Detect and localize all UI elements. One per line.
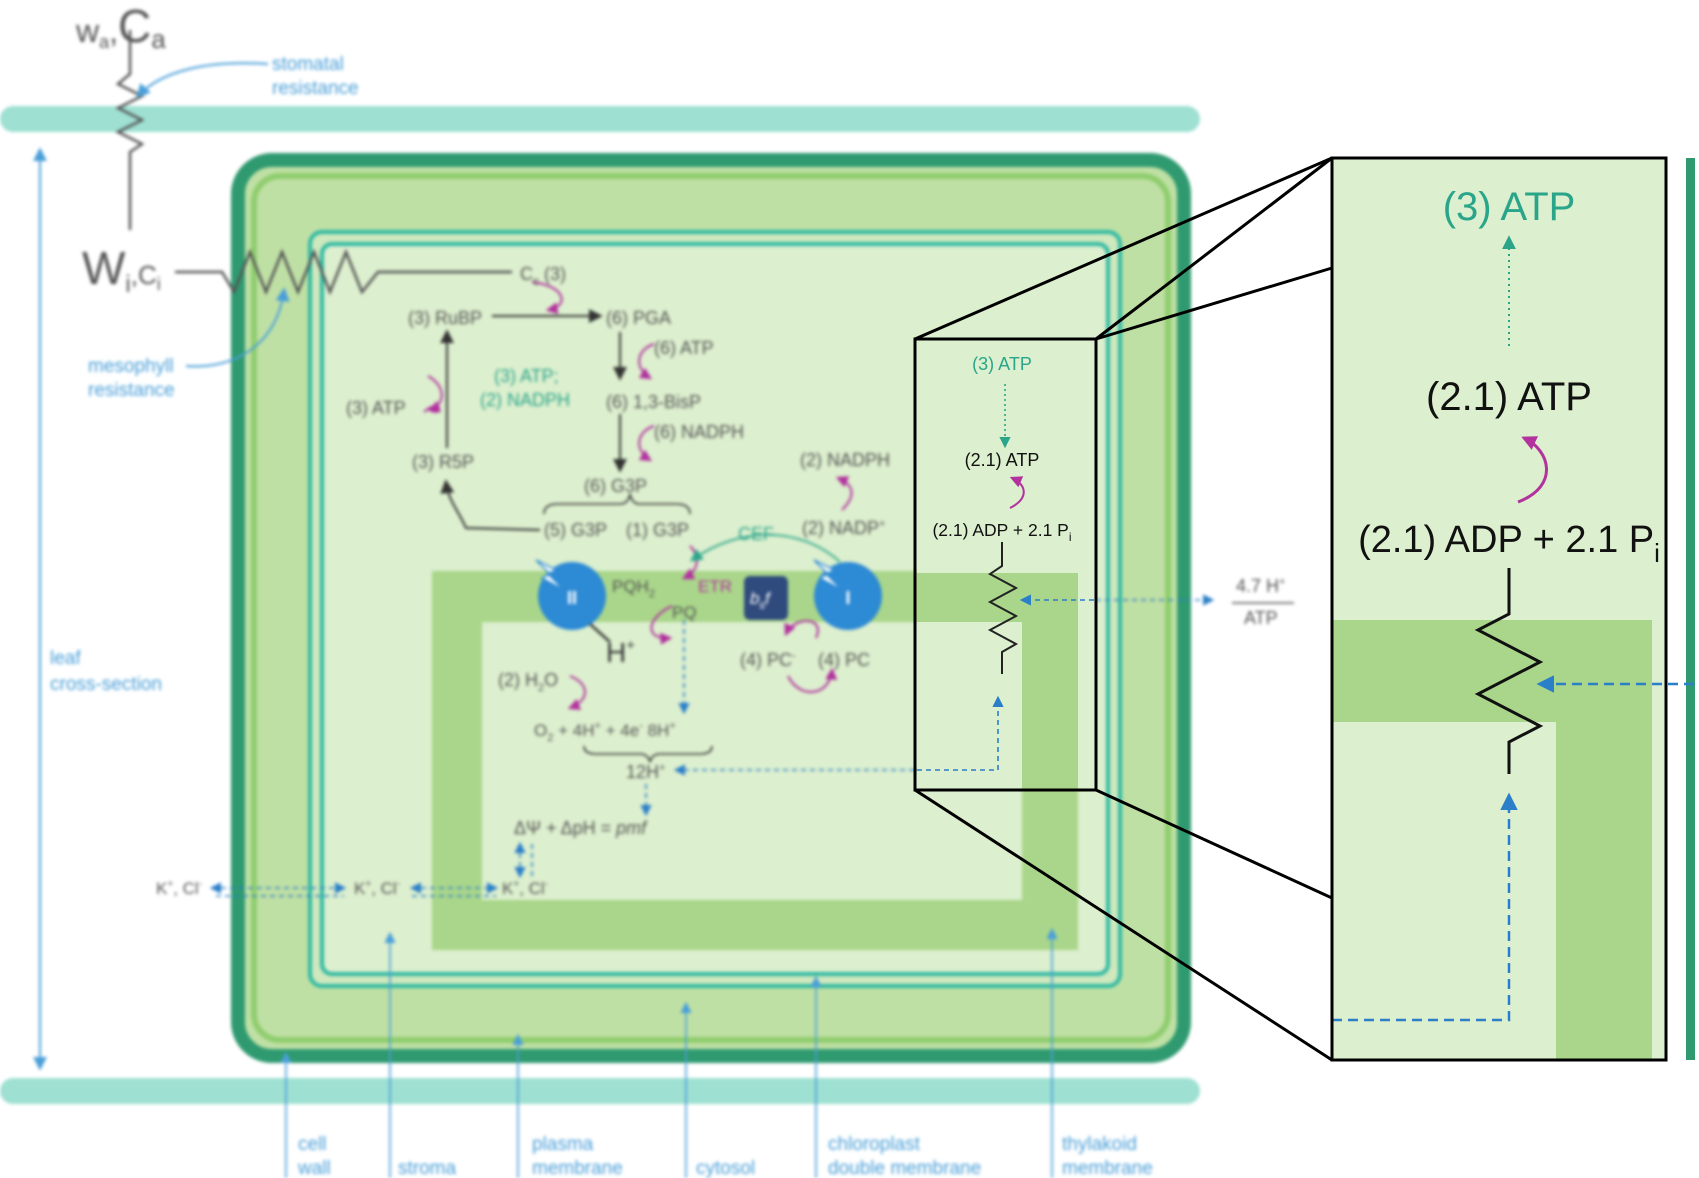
nadph2-label: (2) NADPH xyxy=(800,450,890,470)
cytosol-label: cytosol xyxy=(696,1158,755,1178)
ca-symbol: C xyxy=(118,0,151,52)
mesophyll-label-2: resistance xyxy=(88,380,175,401)
ps1-label: I xyxy=(845,588,850,608)
svg-text:plasma: plasma xyxy=(532,1134,594,1155)
atp-synthase-resistor-large xyxy=(1474,568,1544,774)
atp3-label: (3) ATP xyxy=(346,398,406,418)
h2o-label: (2) H xyxy=(498,670,538,690)
g3p1-label: (1) G3P xyxy=(626,520,689,540)
svg-text:(2) NADP+: (2) NADP+ xyxy=(802,518,885,538)
pga-label: (6) PGA xyxy=(606,308,671,328)
svg-text:wa,Ca: wa,Ca xyxy=(75,0,166,54)
proton-label: H xyxy=(606,637,626,668)
lower-epidermis-band xyxy=(0,1078,1200,1104)
ratio-denominator: ATP xyxy=(1244,608,1278,628)
svg-text:H+: H+ xyxy=(606,637,635,668)
cytochrome-b6f xyxy=(744,576,788,620)
stomatal-resistor xyxy=(115,30,145,230)
oxygen-equation: O2 + 4H+ + 4e- 8H+ xyxy=(534,720,676,744)
inset-small-adp: (2.1) ADP + 2.1 P xyxy=(932,520,1068,540)
photosystem-ii xyxy=(538,562,606,630)
atp-synthase-inset-small: (3) ATP (2.1) ATP (2.1) ADP + 2.1 Pi xyxy=(913,337,1098,792)
inset-small-atp3: (3) ATP xyxy=(972,354,1032,374)
svg-text:b6f: b6f xyxy=(750,589,772,612)
pqh2-label: PQH xyxy=(612,577,649,596)
svg-text:chloroplast: chloroplast xyxy=(828,1134,921,1155)
leaf-label-1: leaf xyxy=(50,648,81,669)
atp6-label: (6) ATP xyxy=(654,338,714,358)
g3p5-label: (5) G3P xyxy=(544,520,607,540)
svg-text:ΔΨ + ΔpH = pmf: ΔΨ + ΔpH = pmf xyxy=(514,818,648,838)
svg-text:cell: cell xyxy=(298,1134,327,1155)
pq-label: PQ xyxy=(672,603,697,622)
svg-text:4.7 H+: 4.7 H+ xyxy=(1236,576,1285,596)
pc-minus-label: (4) PC xyxy=(740,650,792,670)
b6f-label: b xyxy=(750,589,759,608)
svg-text:K+, Cl-: K+, Cl- xyxy=(156,879,202,898)
svg-text:PQH2: PQH2 xyxy=(612,577,655,600)
stomatal-label-2: resistance xyxy=(272,78,359,99)
h12-label: 12H xyxy=(626,762,659,782)
light-bolt-icon xyxy=(813,559,843,591)
nadp2-label: (2) NADP xyxy=(802,518,879,538)
ps2-label: II xyxy=(567,588,577,608)
svg-text:Wi,Ci: Wi,Ci xyxy=(82,242,161,298)
main-diagram: wa,Ca stomatal resistance Wi,Ci Cc (3) m… xyxy=(0,0,1294,1178)
cef-label: CEF xyxy=(738,524,774,544)
pc-label: (4) PC xyxy=(818,650,870,670)
g3p6-label: (6) G3P xyxy=(584,476,647,496)
svg-text:(2.1) ADP + 2.1 Pi: (2.1) ADP + 2.1 Pi xyxy=(1358,519,1660,568)
calvin-summary-2: (2) NADPH xyxy=(480,390,570,410)
ions-lumen: K xyxy=(502,879,514,898)
ions-cytosol-outer: K xyxy=(156,879,168,898)
wi-symbol: W xyxy=(82,242,126,294)
svg-text:K+, Cl-: K+, Cl- xyxy=(354,879,400,898)
wa-symbol: w xyxy=(75,13,100,49)
chloroplast-membrane-label: double membrane xyxy=(828,1158,981,1178)
inset-large-adp: (2.1) ADP + 2.1 P xyxy=(1358,519,1654,561)
plasma-membrane xyxy=(251,173,1171,1043)
svg-text:(2.1) ADP + 2.1 Pi: (2.1) ADP + 2.1 Pi xyxy=(932,520,1071,544)
mesophyll-label-1: mesophyll xyxy=(88,356,174,377)
rubp-label: (3) RuBP xyxy=(408,308,482,328)
svg-text:Cc (3): Cc (3) xyxy=(520,264,566,288)
r5p-label: (3) R5P xyxy=(412,452,474,472)
etr-label: ETR xyxy=(698,577,732,596)
svg-text:(2) H2O: (2) H2O xyxy=(498,670,558,694)
ratio-numerator: 4.7 H xyxy=(1236,576,1279,596)
calvin-summary-1: (3) ATP; xyxy=(494,366,559,386)
svg-text:12H+: 12H+ xyxy=(626,762,665,782)
thylakoid-membrane-label: membrane xyxy=(1062,1158,1153,1178)
atp-synthase-resistor xyxy=(987,542,1019,674)
pmf-label: ΔΨ + ΔpH = xyxy=(514,818,616,838)
atp-synthase-inset-large: (3) ATP (2.1) ATP (2.1) ADP + 2.1 Pi xyxy=(1330,156,1695,1062)
inset-large-atp3: (3) ATP xyxy=(1443,185,1576,229)
leaf-label-2: cross-section xyxy=(50,674,162,695)
svg-text:thylakoid: thylakoid xyxy=(1062,1134,1137,1155)
mesophyll-resistor xyxy=(175,248,512,296)
ions-stroma: K xyxy=(354,879,366,898)
svg-text:(4) PC-: (4) PC- xyxy=(740,650,796,670)
stroma-label: stroma xyxy=(398,1158,457,1178)
upper-epidermis-band xyxy=(0,106,1200,132)
light-bolt-icon xyxy=(535,559,565,591)
inset-large-atp21: (2.1) ATP xyxy=(1426,375,1592,419)
nadph6-label: (6) NADPH xyxy=(654,422,744,442)
svg-text:K+, Cl-: K+, Cl- xyxy=(502,879,548,898)
stomatal-label-1: stomatal xyxy=(272,54,344,75)
inset-small-atp21: (2.1) ATP xyxy=(965,450,1040,470)
cell-wall-label: wall xyxy=(297,1158,331,1178)
plasma-membrane-label: membrane xyxy=(532,1158,623,1178)
bisp-label: (6) 1,3-BisP xyxy=(606,392,701,412)
